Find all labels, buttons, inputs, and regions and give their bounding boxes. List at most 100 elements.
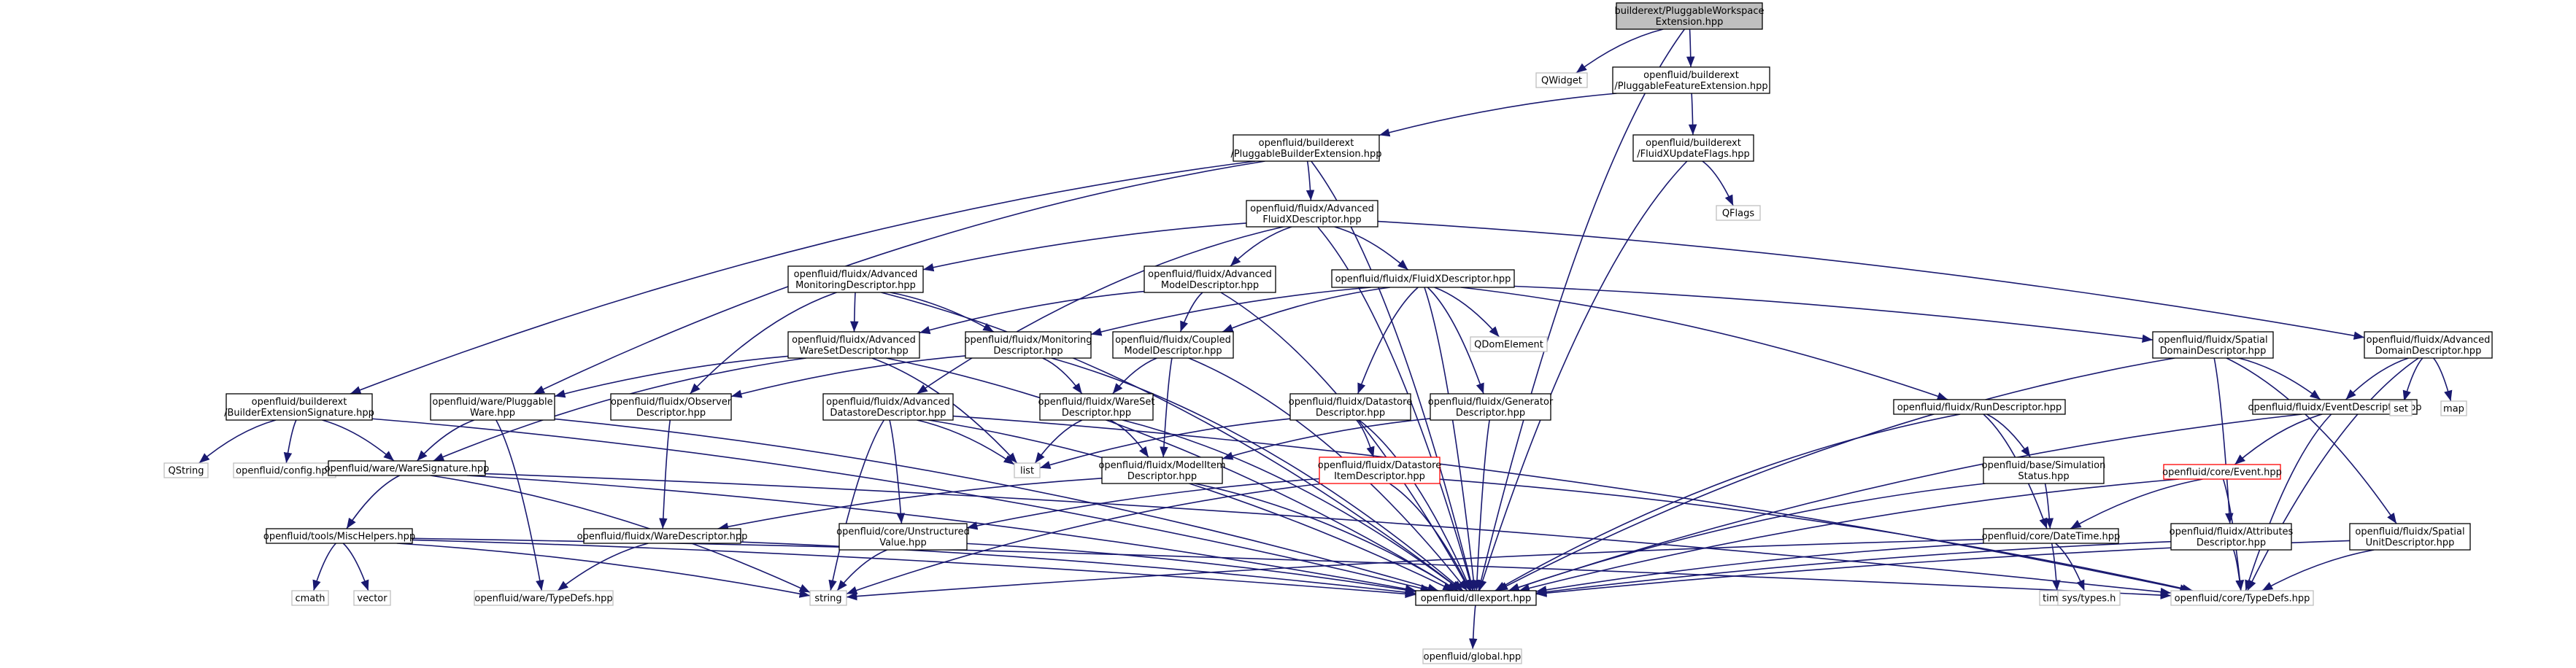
node-label: Status.hpp bbox=[2018, 471, 2069, 482]
edge-cmd-to-mid bbox=[1160, 357, 1173, 458]
edge-pware-to-wsig bbox=[416, 419, 475, 462]
node-box bbox=[2163, 464, 2281, 480]
node-box bbox=[1144, 265, 1276, 293]
node-box bbox=[1233, 134, 1380, 162]
edge-dsd-to-list bbox=[1039, 418, 1291, 470]
node-label: set bbox=[2394, 404, 2408, 415]
node-dsid[interactable]: openfluid/fluidx/DatastoreItemDescriptor… bbox=[1318, 457, 1441, 484]
node-fxd[interactable]: openfluid/fluidx/FluidXDescriptor.hpp bbox=[1331, 269, 1515, 288]
node-cevent[interactable]: openfluid/core/Event.hpp bbox=[2162, 464, 2282, 480]
node-qdom: QDomElement bbox=[1470, 336, 1548, 352]
node-add[interactable]: openfluid/fluidx/AdvancedDomainDescripto… bbox=[2364, 331, 2493, 359]
edge-root-to-pfe bbox=[1686, 28, 1695, 68]
node-box bbox=[1470, 336, 1548, 352]
node-root[interactable]: builderext/PluggableWorkspaceExtension.h… bbox=[1614, 2, 1765, 30]
node-evd[interactable]: openfluid/fluidx/EventDescriptor.hpp bbox=[2248, 399, 2422, 415]
edge-root-to-dllexport bbox=[1476, 28, 1686, 591]
node-label: openfluid/config.hpp bbox=[236, 466, 333, 477]
node-mischelp[interactable]: openfluid/tools/MiscHelpers.hpp bbox=[263, 528, 415, 544]
node-box bbox=[1039, 393, 1154, 421]
node-label: QWidget bbox=[1541, 76, 1582, 87]
node-waretd: openfluid/ware/TypeDefs.hpp bbox=[474, 590, 614, 606]
node-qstring: QString bbox=[163, 462, 209, 478]
node-sud[interactable]: openfluid/fluidx/SpatialUnitDescriptor.h… bbox=[2349, 523, 2471, 551]
edge-cmd-to-dllexport bbox=[1188, 357, 1468, 591]
node-pfe[interactable]: openfluid/builderext/PluggableFeatureExt… bbox=[1612, 66, 1770, 94]
node-fxuf[interactable]: openfluid/builderext/FluidXUpdateFlags.h… bbox=[1632, 134, 1754, 162]
edge-wsig-to-string bbox=[430, 475, 811, 594]
edge-datetime-to-dllexport bbox=[1535, 543, 1984, 594]
node-amodeld[interactable]: openfluid/fluidx/AdvancedModelDescriptor… bbox=[1144, 265, 1276, 293]
edge-amodeld-to-cmd bbox=[1179, 292, 1203, 333]
node-label: string bbox=[814, 594, 841, 605]
node-box bbox=[353, 590, 391, 606]
edge-sdd-to-sud bbox=[2226, 357, 2397, 524]
node-dllexport[interactable]: openfluid/dllexport.hpp bbox=[1415, 590, 1537, 606]
node-label: openfluid/tools/MiscHelpers.hpp bbox=[263, 532, 415, 543]
node-dsd[interactable]: openfluid/fluidx/DatastoreDescriptor.hpp bbox=[1289, 393, 1412, 421]
node-label: Descriptor.hpp bbox=[1456, 408, 1525, 419]
node-label: FluidXDescriptor.hpp bbox=[1262, 214, 1361, 225]
node-label: WareSetDescriptor.hpp bbox=[799, 346, 909, 357]
edge-cmd-to-wsetd bbox=[1112, 357, 1157, 395]
edge-sdd-to-dllexport bbox=[1497, 357, 2175, 591]
node-label: openfluid/dllexport.hpp bbox=[1421, 594, 1532, 605]
edge-adsd-to-string bbox=[828, 419, 885, 591]
node-cmd[interactable]: openfluid/fluidx/CoupledModelDescriptor.… bbox=[1112, 331, 1234, 359]
node-box bbox=[430, 393, 555, 421]
edge-fxd-to-rund bbox=[1460, 287, 1948, 400]
edge-besig-to-dllexport bbox=[371, 418, 1432, 593]
node-label: vector bbox=[357, 594, 387, 605]
edge-afxd-to-adsd bbox=[917, 226, 1284, 395]
edge-mid-to-wared bbox=[717, 478, 1103, 531]
node-adsd[interactable]: openfluid/fluidx/AdvancedDatastoreDescri… bbox=[822, 393, 954, 421]
node-afxd[interactable]: openfluid/fluidx/AdvancedFluidXDescripto… bbox=[1246, 200, 1378, 228]
node-box bbox=[474, 590, 614, 606]
node-label: openfluid/fluidx/WareSet bbox=[1038, 397, 1155, 408]
node-wsig[interactable]: openfluid/ware/WareSignature.hpp bbox=[325, 460, 490, 476]
edge-sdd-to-evd bbox=[2238, 357, 2321, 400]
node-label: Descriptor.hpp bbox=[1127, 471, 1197, 482]
node-box bbox=[1716, 205, 1761, 221]
node-attrd[interactable]: openfluid/fluidx/AttributesDescriptor.hp… bbox=[2170, 523, 2294, 551]
node-pbe[interactable]: openfluid/builderext/PluggableBuilderExt… bbox=[1230, 134, 1382, 162]
node-sdd[interactable]: openfluid/fluidx/SpatialDomainDescriptor… bbox=[2152, 331, 2274, 359]
node-label: openfluid/fluidx/Observer bbox=[611, 397, 732, 408]
edge-mischelp-to-dllexport bbox=[412, 539, 1416, 599]
node-amonitd[interactable]: openfluid/fluidx/AdvancedMonitoringDescr… bbox=[787, 265, 924, 293]
node-box bbox=[291, 590, 329, 606]
node-map: map bbox=[2440, 400, 2467, 416]
node-awsd[interactable]: openfluid/fluidx/AdvancedWareSetDescript… bbox=[787, 331, 920, 359]
edge-obsd-to-wared bbox=[659, 419, 671, 529]
node-box bbox=[1246, 200, 1378, 228]
edge-datetime-to-systypes bbox=[2055, 543, 2086, 591]
edge-gend-to-mid bbox=[1222, 418, 1431, 460]
node-label: openfluid/ware/TypeDefs.hpp bbox=[474, 594, 612, 605]
node-label: QFlags bbox=[1722, 209, 1755, 220]
node-wsetd[interactable]: openfluid/fluidx/WareSetDescriptor.hpp bbox=[1038, 393, 1155, 421]
node-rund[interactable]: openfluid/fluidx/RunDescriptor.hpp bbox=[1893, 399, 2066, 415]
edge-pfe-to-pbe bbox=[1378, 93, 1617, 137]
node-wared[interactable]: openfluid/fluidx/WareDescriptor.hpp bbox=[577, 528, 748, 544]
edge-fxuf-to-dllexport bbox=[1478, 160, 1688, 591]
edge-pbe-to-besig bbox=[350, 160, 1256, 395]
node-label: QDomElement bbox=[1474, 340, 1543, 351]
node-label: /PluggableFeatureExtension.hpp bbox=[1614, 81, 1767, 92]
node-monitd[interactable]: openfluid/fluidx/MonitoringDescriptor.hp… bbox=[965, 331, 1092, 359]
node-box bbox=[1014, 462, 1041, 478]
node-label: Descriptor.hpp bbox=[1316, 408, 1385, 419]
node-label: Descriptor.hpp bbox=[993, 346, 1063, 357]
node-datetime[interactable]: openfluid/core/DateTime.hpp bbox=[1982, 528, 2120, 544]
node-list: list bbox=[1014, 462, 1041, 478]
node-box bbox=[1331, 269, 1515, 288]
node-besig[interactable]: openfluid/builderext/BuilderExtensionSig… bbox=[224, 393, 374, 421]
node-box bbox=[2252, 399, 2418, 415]
node-string: string bbox=[809, 590, 847, 606]
